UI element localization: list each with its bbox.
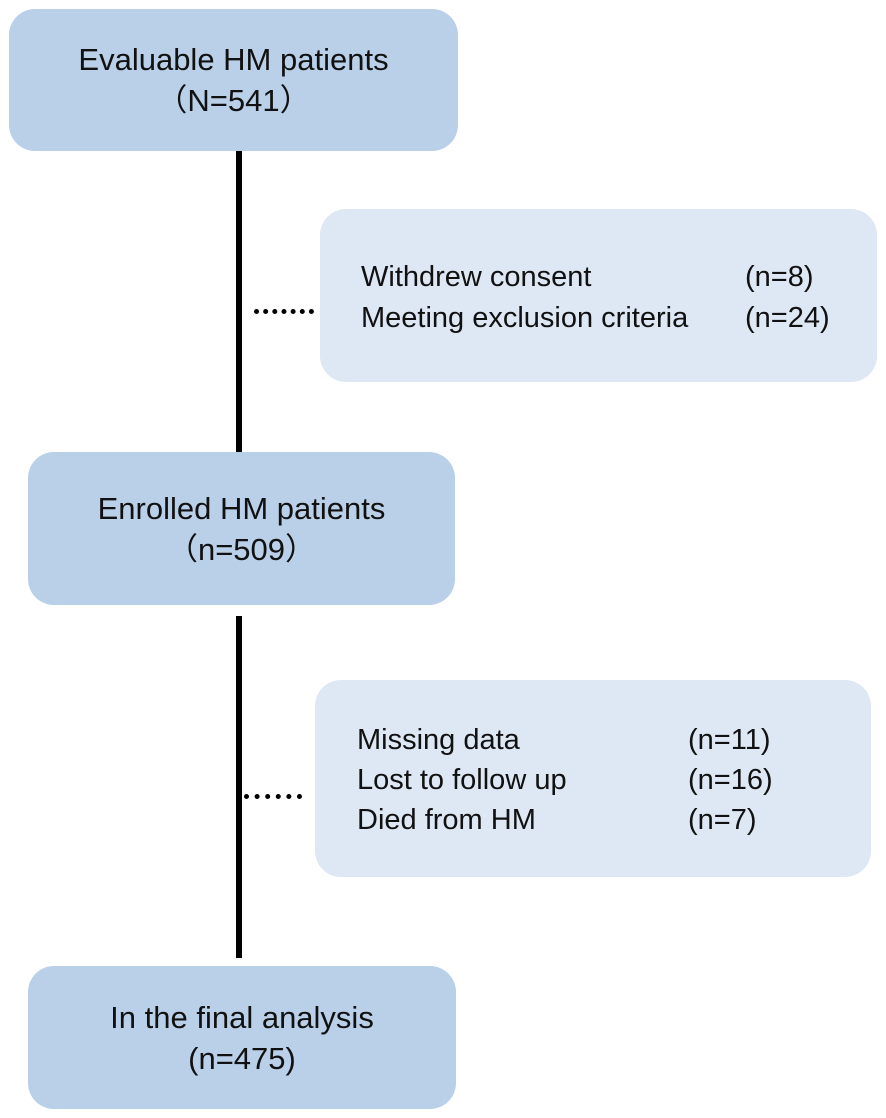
exclusion-count: (n=24): [745, 302, 830, 334]
exclusion-label: Meeting exclusion criteria: [361, 302, 689, 334]
box-count: （n=509）: [166, 531, 317, 567]
final-analysis-box: In the final analysis (n=475): [28, 966, 456, 1109]
exclusion-count: (n=8): [745, 261, 814, 293]
exclusion-label: Missing data: [357, 724, 520, 756]
box-count: （N=541）: [156, 83, 311, 118]
enrolled-patients-box: Enrolled HM patients （n=509）: [28, 452, 455, 605]
evaluable-patients-box: Evaluable HM patients （N=541）: [9, 9, 458, 151]
exclusion-label: Lost to follow up: [357, 764, 567, 796]
exclusion-count: (n=7): [688, 804, 757, 836]
exclusion-box-1: Withdrew consent (n=8) Meeting exclusion…: [320, 209, 877, 382]
exclusion-connector-1: [254, 309, 314, 314]
box-title: In the final analysis: [110, 999, 374, 1035]
connector-line-1: [236, 150, 242, 452]
exclusion-label: Withdrew consent: [361, 261, 592, 293]
connector-line-2: [236, 616, 242, 958]
exclusion-count: (n=11): [688, 724, 771, 756]
exclusion-box-2: Missing data (n=11) Lost to follow up (n…: [315, 680, 871, 877]
box-title: Enrolled HM patients: [97, 490, 386, 526]
exclusion-connector-2: [244, 794, 302, 799]
exclusion-count: (n=16): [688, 764, 773, 796]
box-count: (n=475): [188, 1040, 296, 1076]
box-title: Evaluable HM patients: [78, 42, 389, 77]
exclusion-label: Died from HM: [357, 804, 536, 836]
